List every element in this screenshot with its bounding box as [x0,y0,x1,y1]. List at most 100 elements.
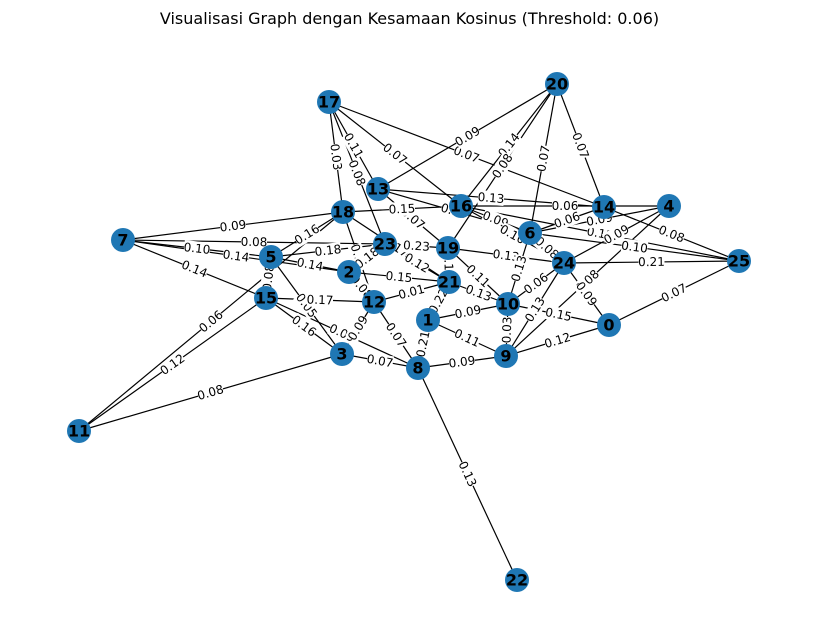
node-label: 7 [117,231,128,250]
node-label: 5 [265,248,276,267]
edge-weight-label: 0.10 [183,240,211,257]
edge-weight-label: 0.11 [341,130,366,160]
node-circle [331,200,355,224]
edge-label-7-2: 0.14 [222,247,250,265]
edge-label-1-8: 0.21 [413,329,432,358]
edge-label-2-21: 0.15 [385,269,413,286]
edge-weight-label: 0.16 [292,221,322,247]
node-24: 24 [552,251,576,275]
edge-weight-label: 0.14 [222,247,250,265]
edge-weight-label: 0.06 [552,199,579,213]
node-circle [494,344,518,368]
edge-label-background [552,209,582,231]
node-9: 9 [494,344,518,368]
edge-label-11-3: 0.08 [196,382,226,403]
node-label: 4 [663,197,674,216]
node-2: 2 [337,260,361,284]
edge-weight-label: 0.09 [345,313,371,343]
node-8: 8 [406,356,430,380]
edge-weight-label: 0.07 [452,143,482,166]
edge-label-15-12: 0.17 [306,293,333,308]
edge-label-background [492,246,520,265]
edge-label-background [569,130,592,161]
edge-weight-label: 0.21 [413,329,432,358]
edge-label-background [499,316,515,344]
edge-weight-label: 0.12 [543,330,573,351]
edge-label-25-6: 0.10 [620,238,648,255]
edge-weight-label: 0.07 [380,140,410,168]
edge-label-background [452,326,482,350]
node-label: 1 [422,311,433,330]
edge-label-background [453,302,483,322]
edge-weight-label: 0.13 [464,282,494,304]
edge-weight-label: 0.07 [659,281,689,305]
node-circle [597,313,621,337]
node-label: 19 [437,239,459,258]
edge-label-background [352,244,382,272]
edge-label-background [452,123,483,150]
edge-label-background [463,262,493,290]
edge-weight-label: 0.08 [241,235,268,249]
node-label: 6 [524,224,535,243]
node-0: 0 [597,313,621,337]
edge-label-11-15: 0.12 [158,351,188,378]
node-circle [592,195,616,219]
edge-label-background [292,221,322,248]
edge-label-8-9: 0.09 [448,353,476,370]
node-label: 20 [546,75,568,94]
node-25: 25 [727,249,751,273]
edge-label-background [508,254,530,283]
edge-label-background [341,130,366,161]
edge-weight-label: 0.01 [397,282,426,302]
edge-weight-label: 0.07 [534,144,553,173]
node-15: 15 [254,286,278,310]
edge-weight-label: 0.21 [638,255,665,269]
node-circle [505,568,529,592]
edge-label-background [157,351,188,378]
edge-label-background [451,143,482,166]
edge-label-25-24: 0.21 [638,255,665,269]
edge-label-3-12: 0.09 [345,313,371,343]
edge-label-background [532,234,562,262]
edge-label-background [573,279,600,309]
node-20: 20 [545,72,569,96]
node-label: 8 [412,359,423,378]
edge-label-24-0: 0.09 [573,279,600,309]
node-label: 17 [318,93,340,112]
node-circle [330,342,354,366]
node-14: 14 [592,195,616,219]
edge-label-17-14: 0.07 [452,143,482,166]
edge-label-background [521,270,551,297]
edge-weight-label: 0.09 [573,279,600,309]
edge-label-background [656,222,687,246]
edge-weight-label: 0.13 [522,294,548,324]
edge-label-3-8: 0.07 [366,352,395,371]
edge-label-background [544,305,573,324]
edge-label-23-5: 0.18 [314,242,342,259]
edge-label-20-19: 0.08 [489,151,515,181]
edge-label-background [522,294,548,325]
edge-label-19-24: 0.13 [492,247,520,264]
edge-weight-label: 0.15 [388,201,415,216]
node-circle [436,236,460,260]
node-circle [449,194,473,218]
edge-label-background [259,263,278,292]
edge-weight-label: 0.07 [569,131,592,161]
edge-label-7-15: 0.14 [179,257,209,280]
node-circle [552,251,576,275]
edge-label-background [295,255,325,274]
node-23: 23 [373,232,397,256]
node-label: 9 [500,347,511,366]
edge-label-background [289,312,319,340]
edge-weight-label: 0.14 [179,257,209,280]
edge-label-5-15: 0.08 [260,263,277,291]
edge-label-background [293,290,320,321]
node-13: 13 [366,177,390,201]
node-6: 6 [518,221,542,245]
edge-label-10-0: 0.15 [544,305,573,324]
edge-label-background [196,307,226,336]
edge-weight-label: 0.11 [452,326,482,350]
edge-label-background [196,382,225,403]
